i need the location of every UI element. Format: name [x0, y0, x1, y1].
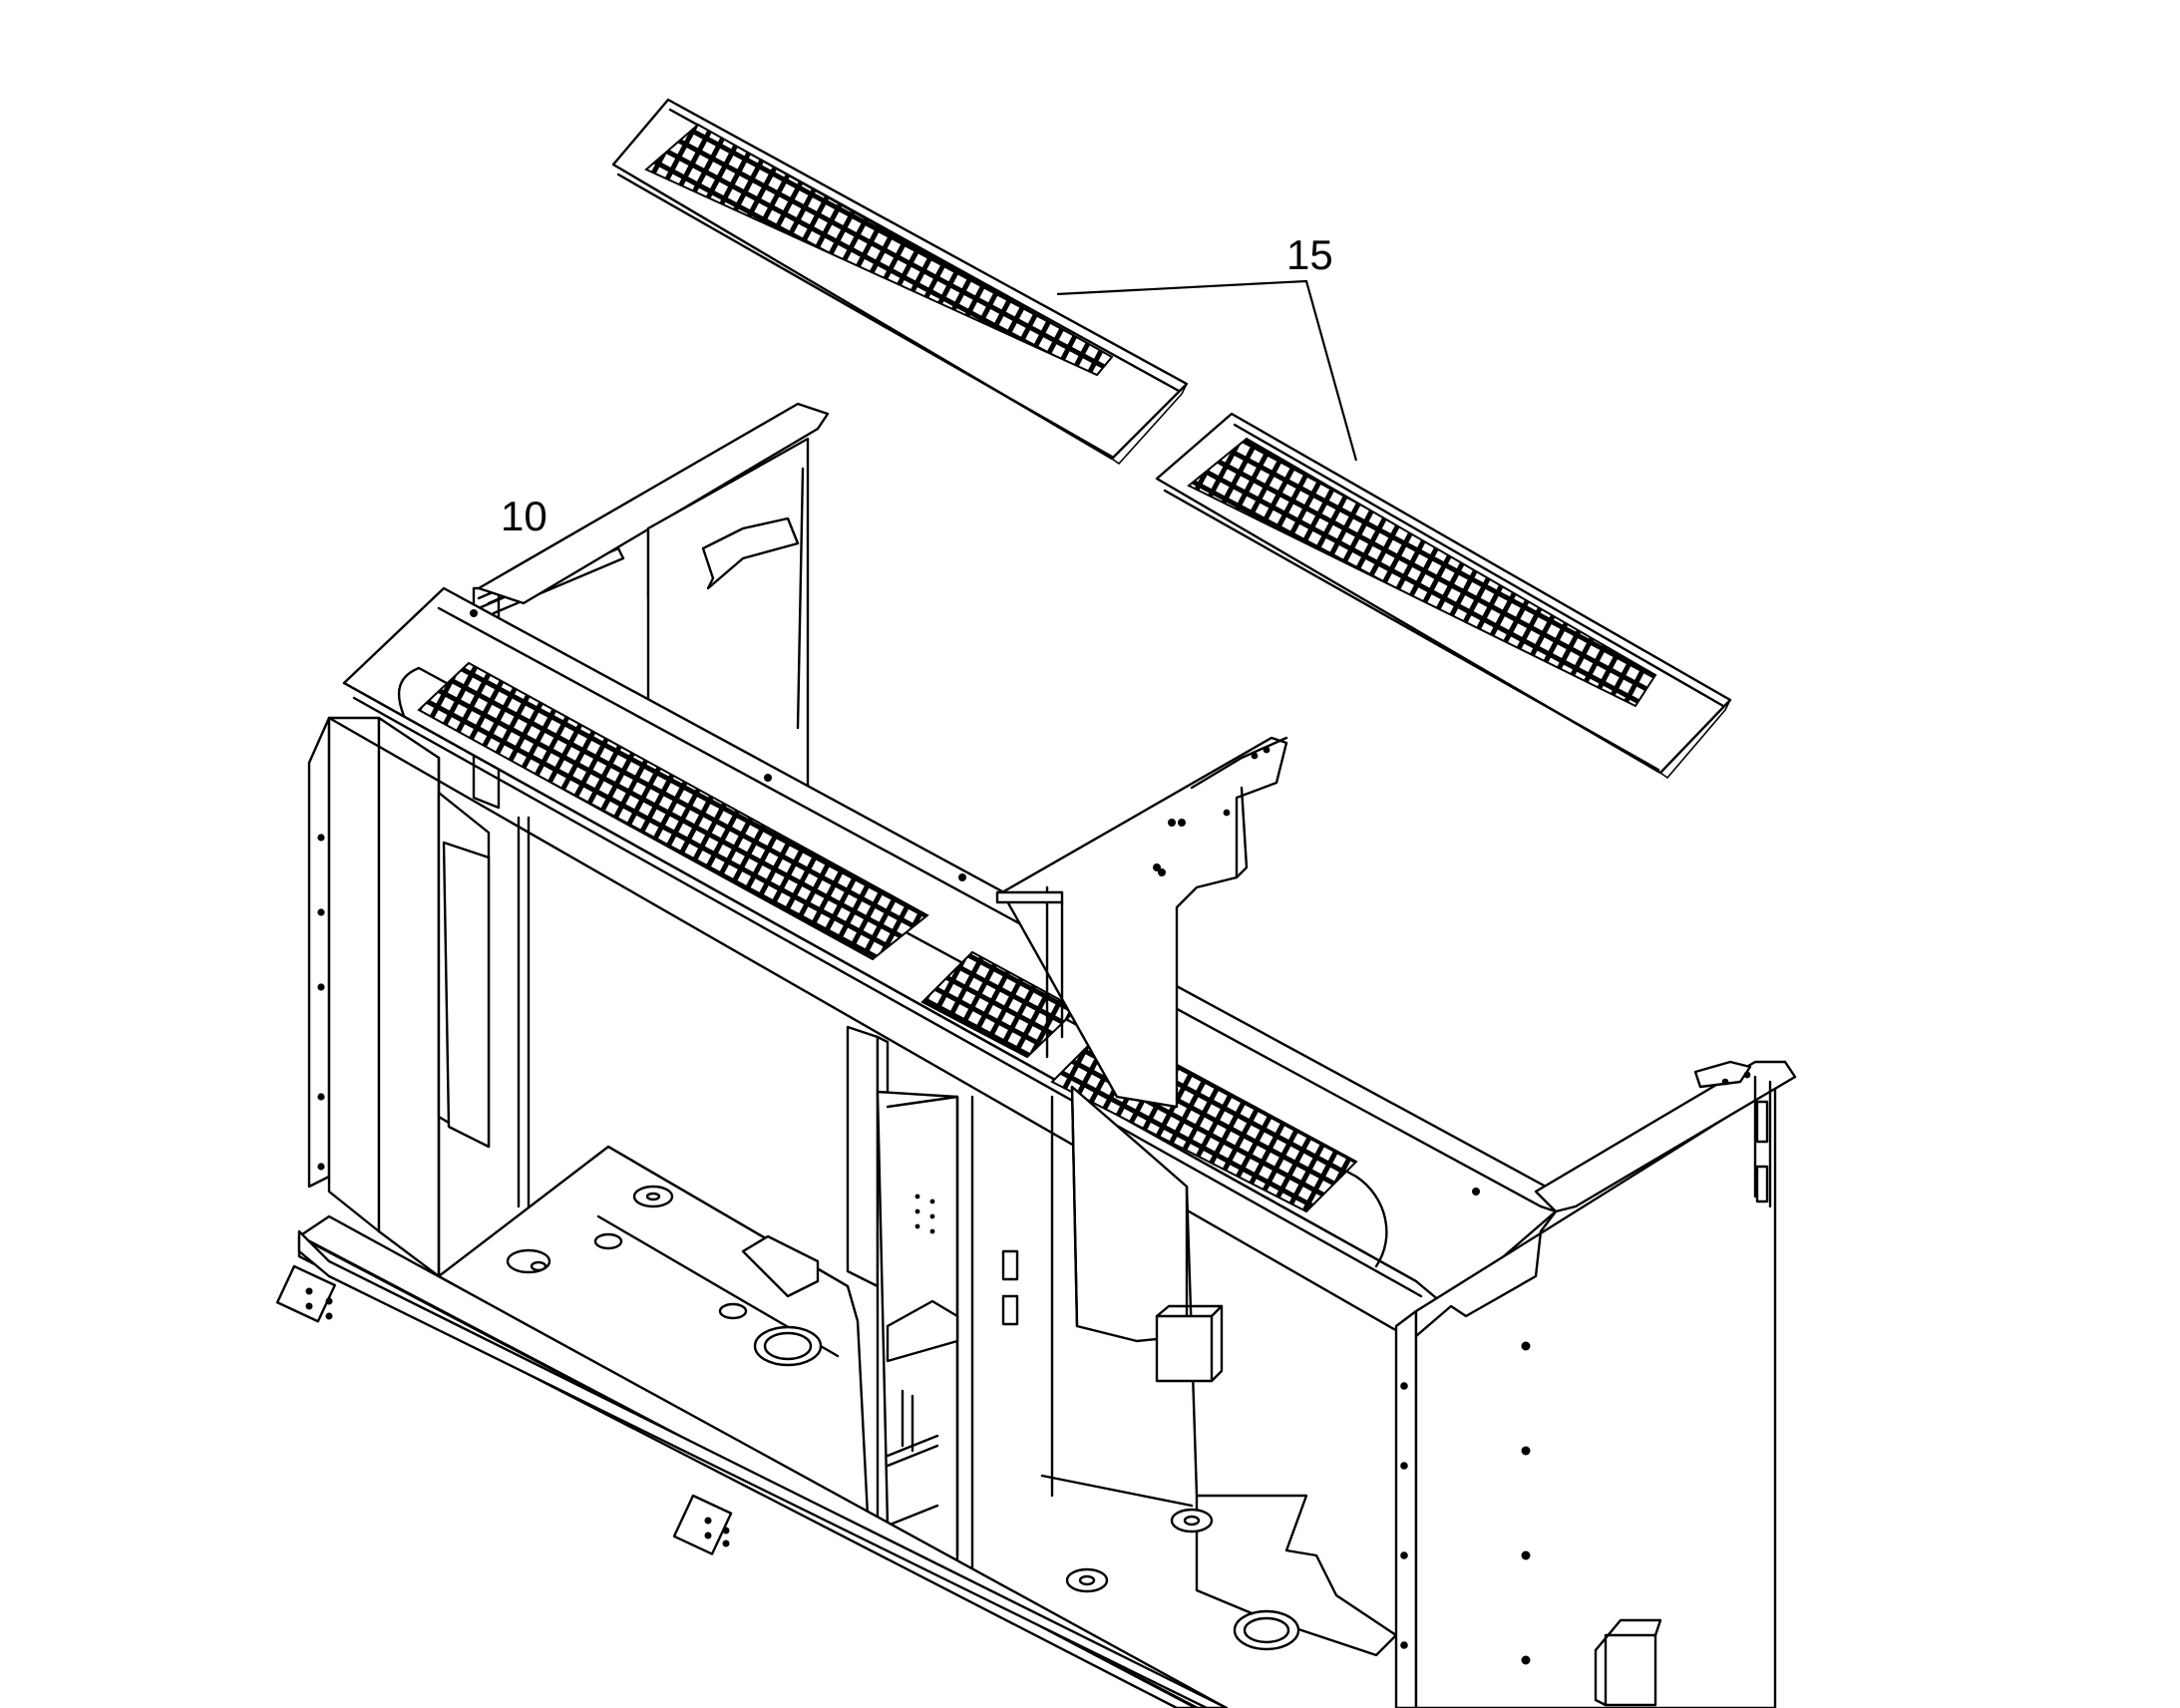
callout-15: 15: [1056, 231, 1358, 462]
grille-mesh-right: [1187, 437, 1657, 708]
frame-rear-post-right: [1534, 1060, 1797, 1213]
grille-panel-right: [1155, 412, 1732, 779]
callout-10: 10: [501, 493, 547, 539]
frame-center-divider: [846, 1025, 880, 1288]
grille-mesh-left: [644, 123, 1114, 377]
frame-front-base-rail: [297, 1214, 1229, 1708]
frame-left-side-panel: [307, 716, 331, 1189]
grille-panel-left: [611, 98, 1189, 465]
frame-right-side-panel: [1394, 1309, 1418, 1708]
callout-label-15: 15: [1286, 231, 1333, 278]
frame-grille-left: [417, 661, 929, 961]
callout-label-10: 10: [501, 493, 547, 539]
frame-assembly: [275, 402, 1797, 1708]
